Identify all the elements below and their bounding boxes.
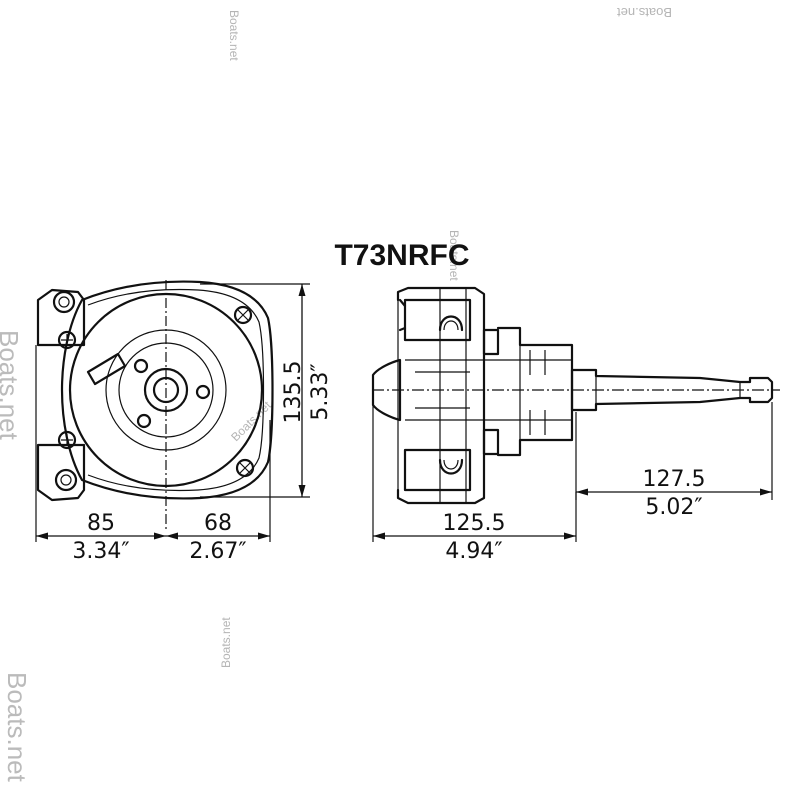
upper-clamp [403,298,472,342]
side-shaft-mm: 127.5 [643,467,706,492]
side-shaft-dimension: 127.5 5.02″ [575,402,773,520]
watermark-bottom-mid: Boats.net [219,617,233,668]
watermark-left-edge: Boats.net [0,330,24,441]
watermark-front-view: Boats.net [228,398,274,444]
side-bezel [371,358,402,422]
side-body-dimension: 125.5 4.94″ [372,405,577,564]
model-title: T73NRFC [334,239,469,272]
side-flange [396,286,486,505]
lower-ear-hole-inner [60,474,72,486]
watermark-bottom-left: Boats.net [2,672,32,783]
upper-tab [482,328,500,356]
upper-mount-ear [36,288,86,347]
front-housing-inner [87,288,265,492]
front-housing-outline [60,280,274,500]
lower-clamp [403,448,472,492]
hub-bolt-2 [195,384,211,400]
hub-bolt-3 [136,413,152,429]
front-width-left-inch: 3.34″ [72,539,129,564]
upper-ear-hole [52,290,76,314]
bottom-right-screw-icon [235,458,255,478]
side-shaft-inch: 5.02″ [645,495,702,520]
watermark-center: Boats.net [447,230,461,281]
side-view [371,286,780,505]
watermark-top-left: Boats.net [227,10,241,61]
front-width-right-mm: 68 [204,511,232,536]
front-view [36,280,274,530]
watermark-top-right: Boats.net [617,5,672,20]
front-height-inch: 5.33″ [308,363,333,420]
top-right-screw-icon [233,305,253,325]
lower-tab [482,428,500,456]
lower-mount-ear [36,443,86,502]
upper-ear-screw-icon [57,330,77,350]
upper-ear-hole-inner [58,296,70,308]
front-width-right-inch: 2.67″ [189,539,246,564]
side-body-inch: 4.94″ [445,539,502,564]
side-body-mm: 125.5 [443,511,506,536]
side-housing [496,326,574,457]
front-width-dimension: 85 3.34″ 68 2.67″ [35,345,271,564]
front-width-left-mm: 85 [87,511,115,536]
hub-bolt-1 [133,358,149,374]
lower-ear-hole [54,468,78,492]
lower-ear-screw-icon [57,430,77,450]
front-height-mm: 135.5 [281,361,306,424]
front-height-dimension: 135.5 5.33″ [200,283,333,498]
side-slot [86,352,127,386]
